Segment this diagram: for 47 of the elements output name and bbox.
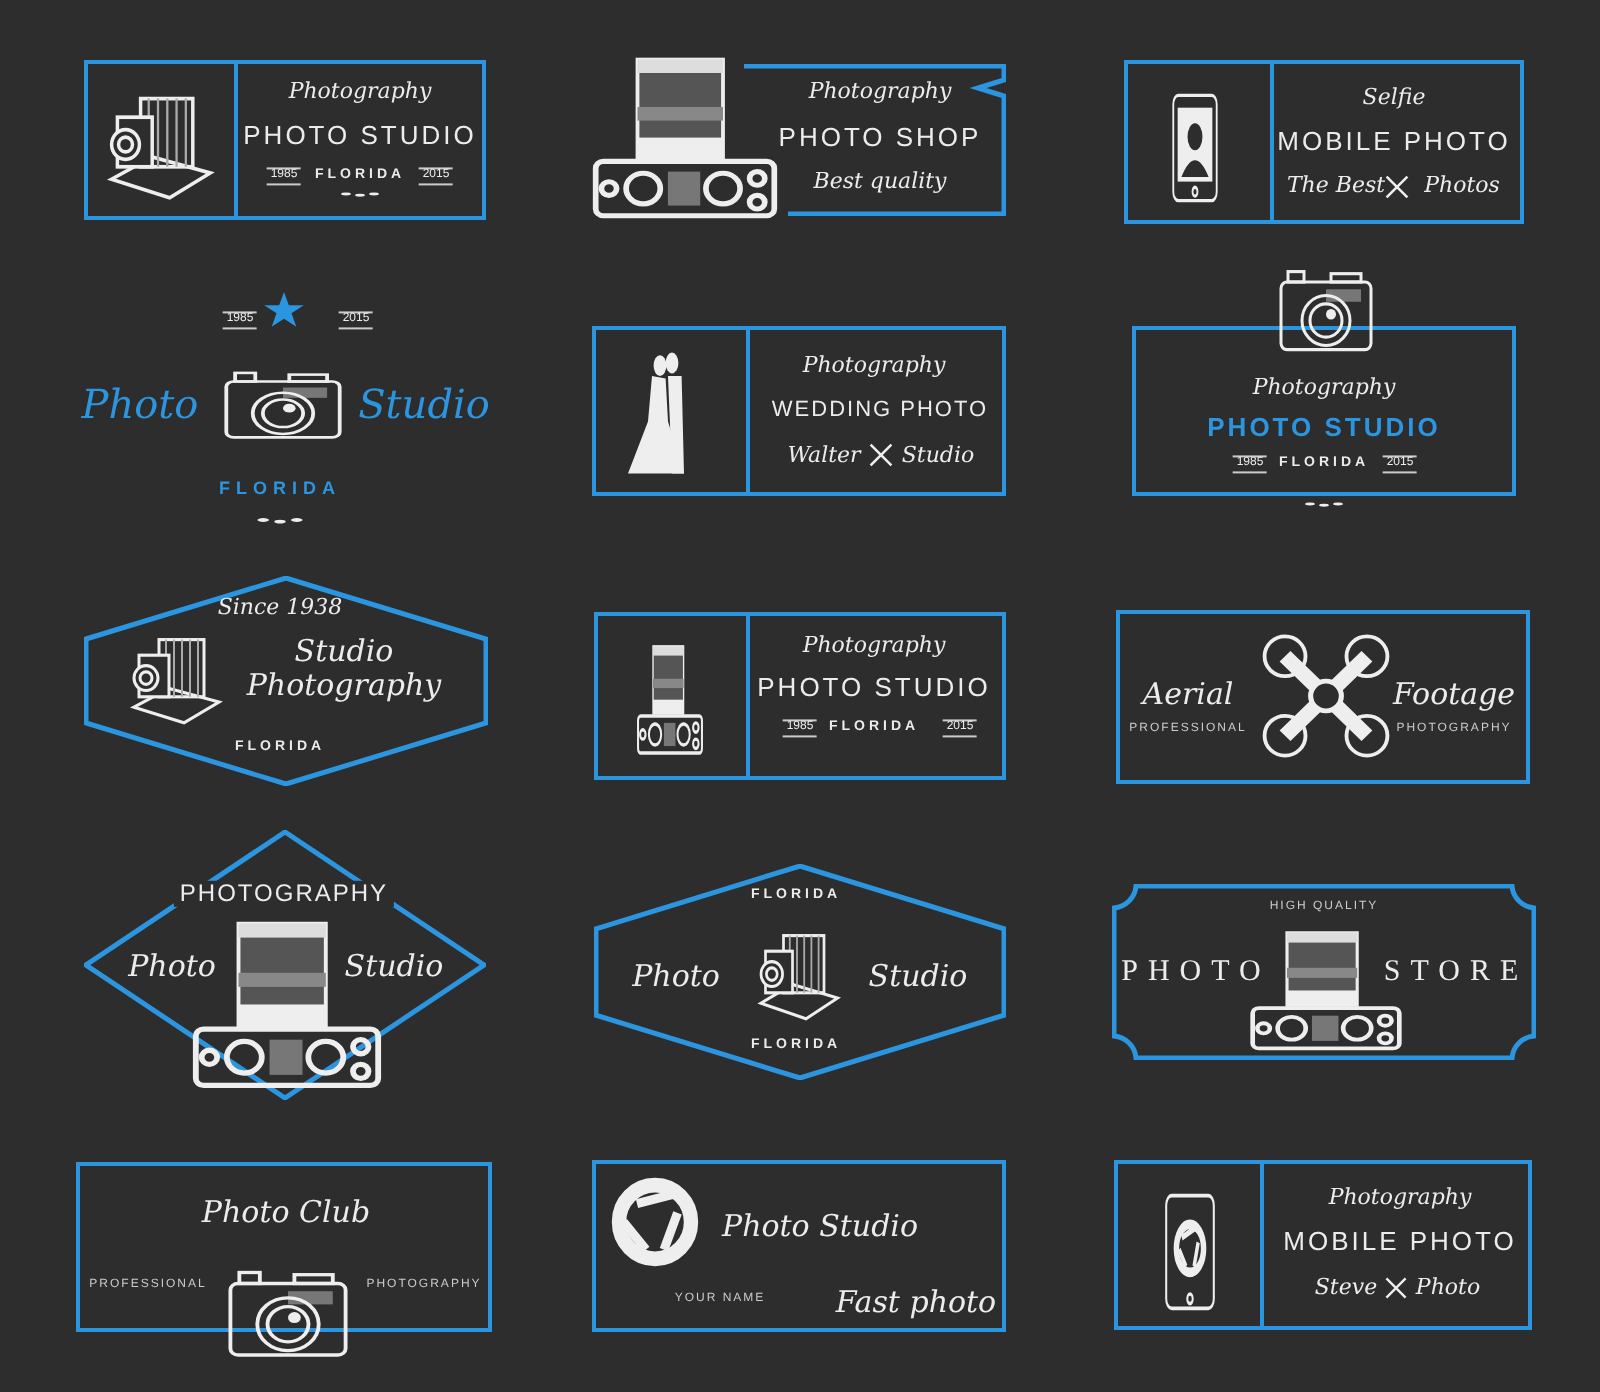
script-text: Photography — [1252, 375, 1396, 401]
badge-frame — [1116, 610, 1530, 784]
script-text: Studio — [901, 443, 975, 469]
script-text: Photo — [1415, 1275, 1481, 1301]
script-title: Footage — [1392, 677, 1516, 711]
badge-frame — [76, 1162, 492, 1332]
badge-frame — [744, 64, 1006, 216]
script-text: Since 1938 — [217, 595, 343, 621]
script-title: Studio — [868, 959, 968, 993]
script-title: Photo Club — [201, 1195, 371, 1229]
script-title: Studio Photography — [244, 635, 444, 701]
script-title: Studio — [358, 382, 490, 426]
script-title: Studio — [344, 949, 444, 983]
place-text: FLORIDA — [219, 480, 341, 500]
title-text: PHOTO SHOP — [778, 123, 982, 153]
title-text: MOBILE PHOTO — [1277, 127, 1511, 157]
title-text: PHOTO STUDIO — [243, 121, 477, 151]
script-text: Best quality — [813, 169, 947, 195]
script-text: Steve — [1314, 1275, 1378, 1301]
script-title: Aerial — [1142, 677, 1234, 711]
badge-frame — [84, 576, 488, 786]
script-text: Photography — [802, 633, 946, 659]
script-text: Walter — [787, 443, 861, 469]
title-text: WEDDING PHOTO — [771, 397, 989, 423]
badge-frame — [1132, 326, 1516, 496]
script-text: Selfie — [1362, 85, 1426, 111]
title-text: STORE — [1383, 955, 1529, 989]
script-text: Photography — [802, 353, 946, 379]
title-text: PHOTO STUDIO — [757, 673, 991, 703]
script-title: Photo — [128, 949, 216, 983]
script-text: Photography — [1328, 1185, 1472, 1211]
badge-frame — [592, 1160, 1006, 1332]
title-text: PHOTOGRAPHY — [173, 880, 395, 908]
title-text: MOBILE PHOTO — [1283, 1227, 1517, 1257]
badge-frame — [594, 864, 1006, 1080]
script-text: Photos — [1424, 173, 1500, 199]
script-title: Photo — [632, 959, 720, 993]
badge-frame — [1114, 1160, 1532, 1330]
title-text: PHOTO STUDIO — [1207, 413, 1441, 443]
script-text: Photography — [288, 79, 432, 105]
badge-frame — [1112, 884, 1536, 1060]
script-text: Photography — [808, 79, 952, 105]
title-text: PHOTO — [1121, 955, 1271, 989]
script-text: The Best — [1286, 173, 1386, 199]
script-title: Fast photo — [835, 1285, 997, 1319]
script-title: Photo — [81, 382, 199, 426]
script-title: Photo Studio — [722, 1209, 918, 1243]
